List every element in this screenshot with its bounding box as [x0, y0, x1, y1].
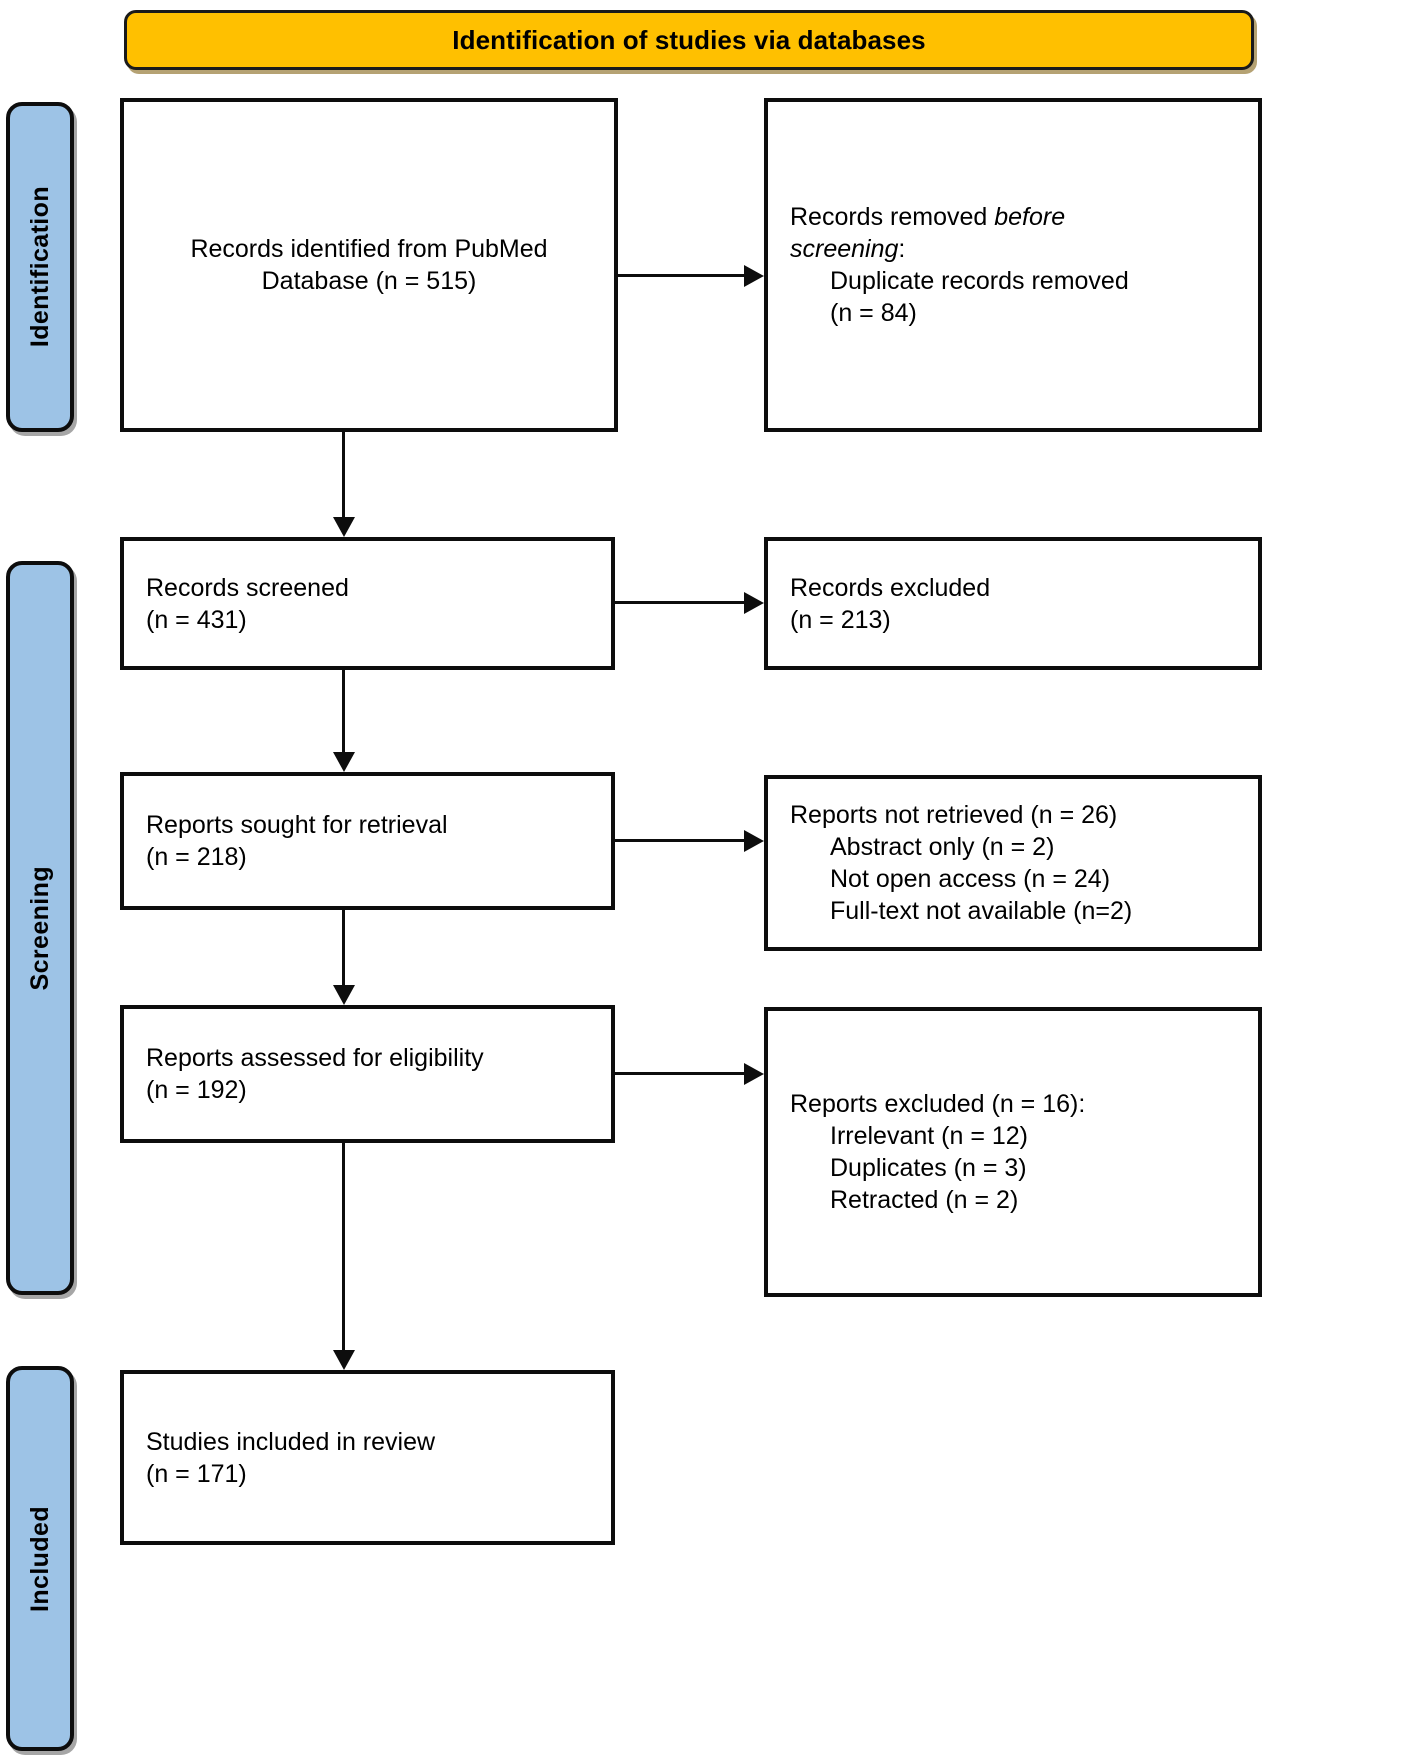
arrow-sought-to-not-retrieved [615, 830, 764, 852]
stage-label-screening: Screening [6, 561, 74, 1295]
records-removed-line2: screening: [790, 233, 1244, 265]
studies-included-line2: (n = 171) [146, 1459, 247, 1488]
reports-excluded-line2: Irrelevant (n = 12) [830, 1122, 1029, 1150]
reports-assessed-line1: Reports assessed for eligibility [146, 1044, 484, 1072]
box-studies-included-in-review: Studies included in review (n = 171) [120, 1370, 615, 1545]
reports-sought-line1: Reports sought for retrieval [146, 811, 448, 839]
stage-label-included-text: Included [25, 1505, 54, 1612]
records-screened-line2: (n = 431) [146, 605, 247, 634]
arrow-screened-to-sought [333, 670, 355, 772]
stage-label-identification-text: Identification [25, 186, 54, 348]
records-removed-line1: Records removed before [790, 201, 1244, 233]
banner-identification-databases: Identification of studies via databases [124, 10, 1254, 70]
reports-not-retrieved-line2: Abstract only (n = 2) [830, 833, 1055, 861]
reports-not-retrieved-line1: Reports not retrieved (n = 26) [790, 801, 1118, 829]
records-identified-line2: Database (n = 515) [261, 267, 477, 295]
reports-assessed-line2: (n = 192) [146, 1076, 247, 1104]
reports-excluded-line1: Reports excluded (n = 16): [790, 1090, 1086, 1118]
records-removed-line2-colon: : [898, 235, 906, 263]
box-reports-excluded: Reports excluded (n = 16): Irrelevant (n… [764, 1007, 1262, 1297]
arrow-assessed-to-included [333, 1143, 355, 1370]
box-records-excluded: Records excluded (n = 213) [764, 537, 1262, 670]
stage-label-screening-text: Screening [25, 865, 54, 991]
box-records-identified: Records identified from PubMed Database … [120, 98, 618, 432]
banner-title: Identification of studies via databases [452, 24, 926, 55]
records-removed-line1-italic: before [994, 203, 1066, 231]
records-removed-line2-italic: screening [790, 235, 899, 263]
arrow-identified-to-screened [333, 432, 355, 537]
reports-not-retrieved-line4: Full-text not available (n=2) [830, 897, 1133, 925]
box-records-removed-before-screening: Records removed before screening: Duplic… [764, 98, 1262, 432]
reports-sought-line2: (n = 218) [146, 843, 247, 871]
reports-excluded-line4: Retracted (n = 2) [830, 1186, 1019, 1214]
arrow-assessed-to-reports-excluded [615, 1063, 764, 1085]
records-excluded-line1: Records excluded [790, 573, 991, 602]
records-removed-line1-prefix: Records removed [790, 203, 995, 231]
arrow-identified-to-removed [618, 265, 764, 287]
records-removed-line4: (n = 84) [830, 299, 917, 327]
reports-not-retrieved-line3: Not open access (n = 24) [830, 865, 1111, 893]
arrow-sought-to-assessed [333, 910, 355, 1005]
box-reports-sought-for-retrieval: Reports sought for retrieval (n = 218) [120, 772, 615, 910]
box-reports-assessed-for-eligibility: Reports assessed for eligibility (n = 19… [120, 1005, 615, 1143]
stage-label-identification: Identification [6, 102, 74, 432]
records-identified-line1: Records identified from PubMed [190, 235, 548, 263]
records-screened-line1: Records screened [146, 573, 349, 602]
records-removed-line3: Duplicate records removed [830, 267, 1129, 295]
reports-excluded-line3: Duplicates (n = 3) [830, 1154, 1027, 1182]
stage-label-included: Included [6, 1366, 74, 1751]
arrow-screened-to-excluded [615, 592, 764, 614]
box-reports-not-retrieved: Reports not retrieved (n = 26) Abstract … [764, 775, 1262, 951]
box-records-screened: Records screened (n = 431) [120, 537, 615, 670]
studies-included-line1: Studies included in review [146, 1427, 436, 1456]
records-excluded-line2: (n = 213) [790, 605, 891, 634]
